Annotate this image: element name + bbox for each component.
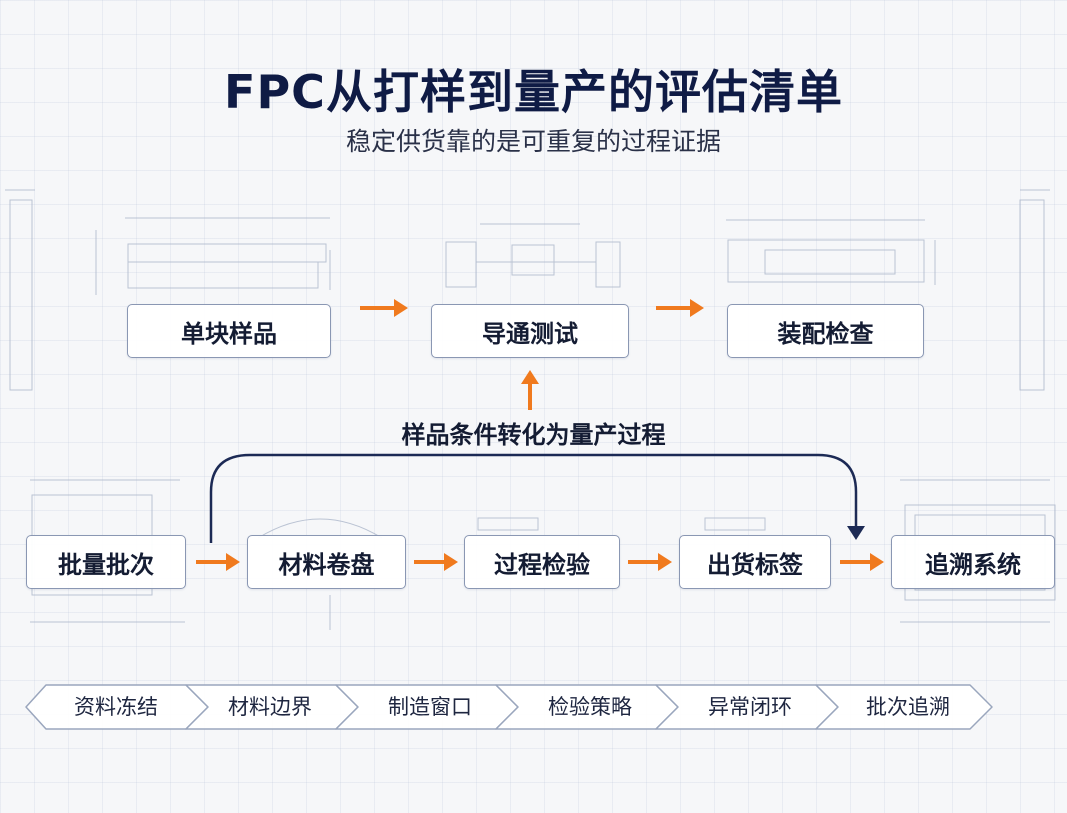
- node-assembly-check: 装配检查: [727, 304, 924, 358]
- page-subtitle: 稳定供货靠的是可重复的过程证据: [345, 127, 721, 156]
- checklist-item-document-freeze: 资料冻结: [74, 695, 158, 719]
- page-title: FPC从打样到量产的评估清单: [224, 65, 843, 119]
- arrow-up-icon: [521, 370, 539, 410]
- checklist-item-inspection-strategy: 检验策略: [548, 695, 632, 719]
- checklist-item-batch-traceability: 批次追溯: [866, 695, 950, 719]
- checklist-item-manufacturing-window: 制造窗口: [388, 695, 472, 719]
- transition-label: 样品条件转化为量产过程: [401, 421, 666, 449]
- node-process-inspection: 过程检验: [464, 535, 620, 589]
- node-continuity-test: 导通测试: [431, 304, 629, 358]
- node-single-sample: 单块样品: [127, 304, 331, 358]
- checklist-item-anomaly-closure: 异常闭环: [708, 695, 792, 719]
- node-shipping-label: 出货标签: [679, 535, 831, 589]
- arrow-right-icon: [628, 553, 672, 571]
- node-material-reel: 材料卷盘: [247, 535, 406, 589]
- arrow-right-icon: [196, 553, 240, 571]
- arrow-right-icon: [840, 553, 884, 571]
- checklist-item-material-boundary: 材料边界: [228, 695, 312, 719]
- node-mass-batch: 批量批次: [26, 535, 186, 589]
- node-traceability-system: 追溯系统: [891, 535, 1055, 589]
- arrow-right-icon: [656, 299, 704, 317]
- arrow-right-icon: [360, 299, 408, 317]
- arrow-right-icon: [414, 553, 458, 571]
